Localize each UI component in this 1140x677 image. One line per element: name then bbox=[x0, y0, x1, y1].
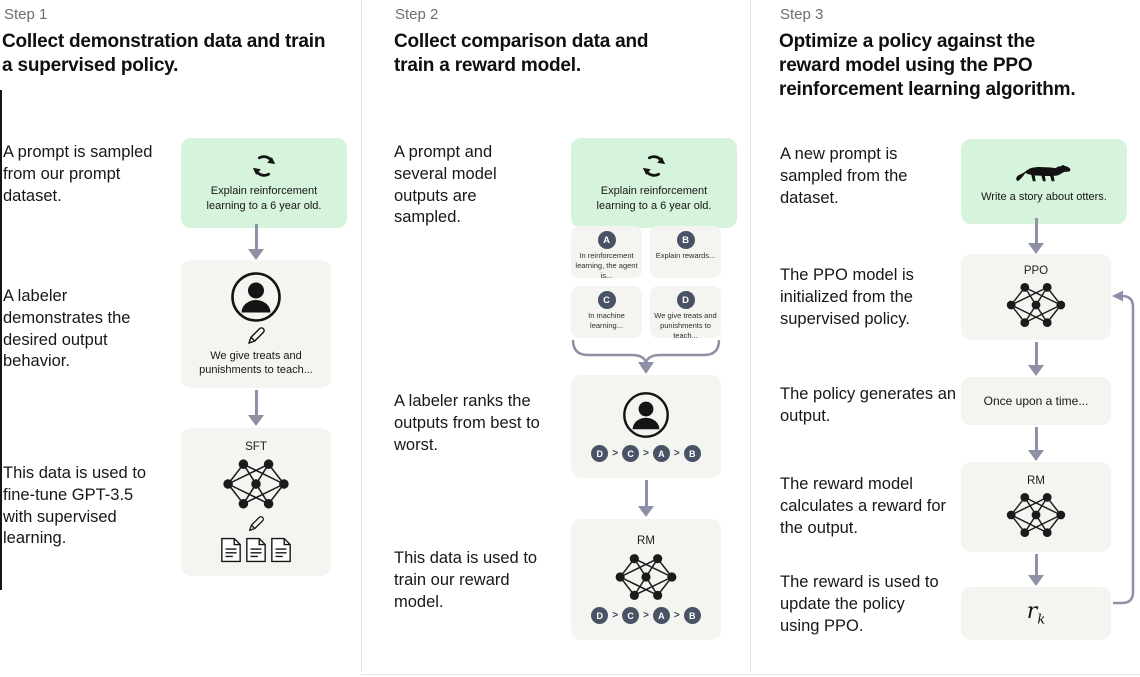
pencil-icon bbox=[246, 326, 266, 346]
labeler-demo-text: We give treats and punishments to teach.… bbox=[199, 349, 313, 376]
step2-label: Step 2 bbox=[395, 6, 439, 23]
rank-badge: C bbox=[622, 607, 640, 624]
cycle-icon bbox=[641, 153, 667, 179]
labeler-box-step1: We give treats and punishments to teach.… bbox=[181, 260, 331, 388]
step1-label: Step 1 bbox=[4, 6, 48, 23]
otter-icon bbox=[1015, 159, 1073, 185]
down-arrow bbox=[638, 480, 654, 517]
cycle-icon bbox=[251, 153, 277, 179]
ppo-model-box: PPO bbox=[961, 254, 1111, 340]
prompt-box-step3: Write a story about otters. bbox=[961, 139, 1127, 224]
output-a-box: A In reinforcement learning, the agent i… bbox=[571, 226, 642, 280]
network-icon bbox=[1005, 491, 1067, 539]
ranking-row: D > C > A > B bbox=[591, 445, 701, 462]
step3-label: Step 3 bbox=[780, 6, 824, 23]
output-b-box: B Explain rewards... bbox=[650, 226, 721, 278]
pencil-icon bbox=[247, 515, 265, 533]
rank-separator: > bbox=[673, 448, 680, 459]
down-arrow bbox=[1028, 427, 1044, 461]
rank-separator: > bbox=[643, 610, 649, 621]
output-a-text: In reinforcement learning, the agent is.… bbox=[575, 251, 638, 280]
rm-label: RM bbox=[637, 535, 655, 547]
labeler-box-step2: D > C > A > B bbox=[571, 375, 721, 478]
rank-badge: B bbox=[683, 445, 701, 462]
rank-badge: B bbox=[683, 607, 701, 624]
down-arrow bbox=[1028, 554, 1044, 586]
reward-value: rk bbox=[1026, 599, 1046, 628]
step2-caption-train: This data is used to train our reward mo… bbox=[394, 549, 538, 611]
ppo-label: PPO bbox=[1023, 265, 1049, 277]
ranking-row: D > C > A > B bbox=[591, 607, 701, 624]
brace-arrow bbox=[565, 336, 727, 376]
prompt-text: Explain reinforcement learning to a 6 ye… bbox=[206, 185, 322, 212]
down-arrow bbox=[1028, 218, 1044, 254]
rank-badge: A bbox=[652, 445, 670, 462]
rank-separator: > bbox=[673, 610, 680, 621]
step1-caption-prompt: A prompt is sampled from our prompt data… bbox=[3, 143, 153, 205]
rank-separator: > bbox=[612, 448, 619, 459]
prompt-text: Write a story about otters. bbox=[981, 190, 1107, 203]
output-d-box: D We give treats and punishments to teac… bbox=[650, 286, 721, 340]
column-divider-1 bbox=[361, 0, 362, 672]
person-icon bbox=[622, 391, 670, 439]
prompt-box-step2: Explain reinforcement learning to a 6 ye… bbox=[571, 138, 737, 228]
step3-caption-init: The PPO model is initialized from the su… bbox=[780, 266, 914, 328]
rank-badge: C bbox=[622, 445, 640, 462]
rm-label: RM bbox=[1027, 475, 1045, 487]
step3-caption-output: The policy generates an output. bbox=[780, 385, 957, 425]
output-c-badge: C bbox=[597, 291, 616, 309]
left-edge-line bbox=[0, 90, 2, 590]
prompt-text: Explain reinforcement learning to a 6 ye… bbox=[596, 185, 712, 212]
network-icon bbox=[614, 552, 678, 602]
sft-label: SFT bbox=[245, 441, 267, 453]
bottom-divider bbox=[361, 674, 1140, 675]
output-a-badge: A bbox=[597, 231, 616, 249]
person-icon bbox=[230, 271, 282, 323]
rank-badge: D bbox=[591, 607, 609, 624]
step1-heading: Collect demonstration data and train a s… bbox=[2, 31, 326, 77]
output-c-text: In machine learning... bbox=[588, 311, 625, 330]
rm-model-box-step3: RM bbox=[961, 462, 1111, 552]
step3-caption-prompt: A new prompt is sampled from the dataset… bbox=[780, 145, 908, 207]
output-b-badge: B bbox=[676, 231, 695, 249]
reward-box: rk bbox=[961, 587, 1111, 640]
down-arrow bbox=[248, 224, 264, 260]
column-divider-2 bbox=[750, 0, 751, 672]
generated-output-text: Once upon a time... bbox=[983, 394, 1089, 408]
step2-caption-rank: A labeler ranks the outputs from best to… bbox=[394, 392, 540, 454]
rank-separator: > bbox=[612, 610, 619, 621]
network-icon bbox=[221, 457, 291, 511]
step2-caption-prompt: A prompt and several model outputs are s… bbox=[394, 143, 497, 227]
documents-icon bbox=[220, 537, 292, 563]
output-c-box: C In machine learning... bbox=[571, 286, 642, 338]
network-icon bbox=[1005, 281, 1067, 329]
step3-heading: Optimize a policy against the reward mod… bbox=[779, 31, 1076, 101]
step2-heading: Collect comparison data and train a rewa… bbox=[394, 31, 649, 77]
rank-badge: D bbox=[591, 445, 609, 462]
rank-badge: A bbox=[652, 607, 670, 624]
prompt-box-step1: Explain reinforcement learning to a 6 ye… bbox=[181, 138, 347, 228]
feedback-loop-arrow bbox=[1100, 280, 1140, 620]
down-arrow bbox=[1028, 342, 1044, 376]
output-b-text: Explain rewards... bbox=[655, 251, 716, 260]
generated-output-box: Once upon a time... bbox=[961, 377, 1111, 425]
step1-caption-finetune: This data is used to fine-tune GPT-3.5 w… bbox=[3, 464, 147, 548]
rank-separator: > bbox=[643, 448, 649, 459]
rm-model-box-step2: RM D > C > A > B bbox=[571, 519, 721, 640]
output-d-badge: D bbox=[676, 291, 695, 309]
step1-caption-labeler: A labeler demonstrates the desired outpu… bbox=[3, 287, 131, 371]
step3-caption-reward: The reward model calculates a reward for… bbox=[780, 475, 946, 537]
output-d-text: We give treats and punishments to teach.… bbox=[654, 311, 717, 340]
sft-model-box: SFT bbox=[181, 428, 331, 576]
down-arrow bbox=[248, 390, 264, 426]
step3-caption-update: The reward is used to update the policy … bbox=[780, 573, 939, 635]
